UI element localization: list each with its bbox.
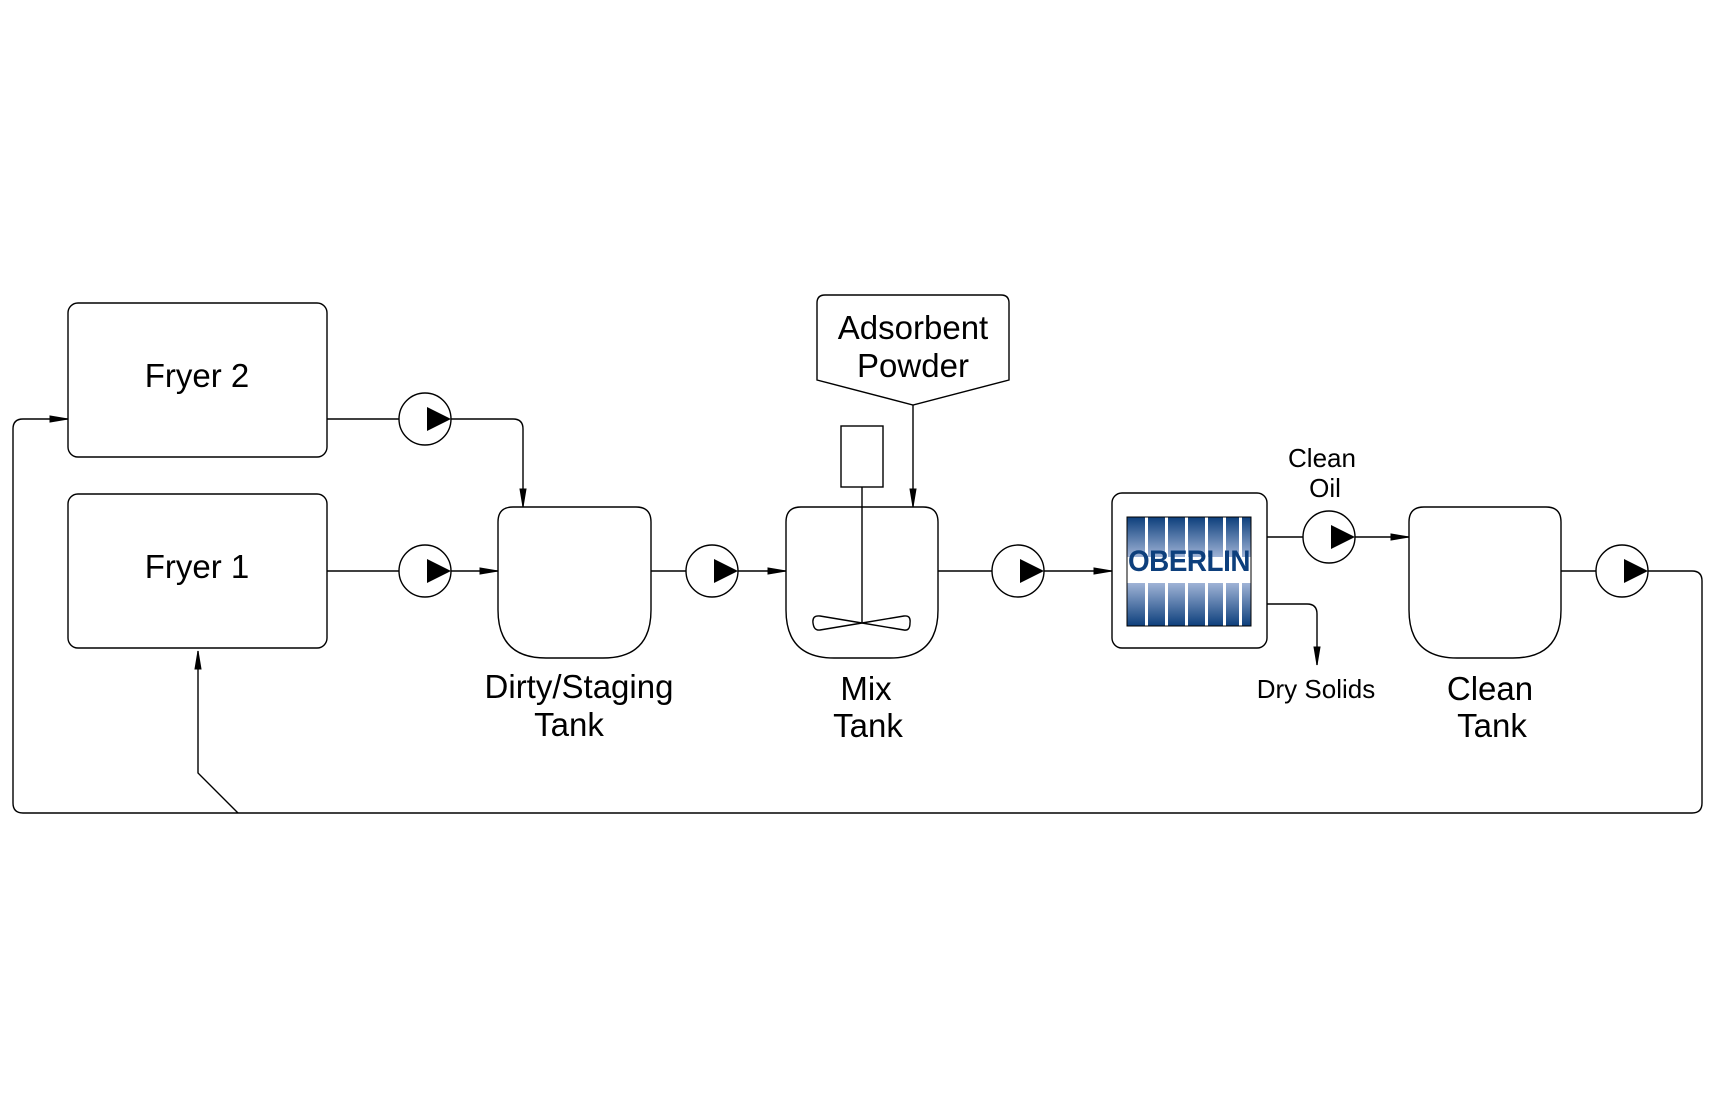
fryer-2[interactable]: Fryer 2 — [67, 302, 328, 458]
dirty-tank-label-line2: Tank — [534, 706, 604, 743]
dirty-tank-label-line1: Dirty/Staging — [485, 668, 674, 705]
pump-direction-icon — [427, 407, 451, 431]
recycle-loop-line — [12, 415, 1703, 814]
oberlin-logo-text: OBERLIN — [1128, 545, 1250, 578]
fryer2-outlet-line — [327, 418, 527, 508]
mix-tank[interactable]: Mix Tank — [785, 425, 939, 744]
pump-direction-icon — [1020, 559, 1044, 583]
fryer1-return-line — [197, 651, 239, 814]
pump-clean-tank[interactable] — [1595, 544, 1649, 598]
oberlin-logo: OBERLIN — [1126, 516, 1252, 627]
fryer-1[interactable]: Fryer 1 — [67, 493, 328, 649]
arrow-into-fryer2 — [49, 415, 69, 423]
clean-tank[interactable]: Clean Tank — [1408, 506, 1562, 744]
clean-tank-label-line1: Clean — [1447, 670, 1533, 707]
agitator-impeller — [812, 615, 911, 631]
mix-tank-label-line1: Mix — [840, 670, 892, 707]
pump-direction-icon — [714, 559, 738, 583]
pump-clean-oil[interactable] — [1302, 510, 1356, 564]
pump-dirty-tank[interactable] — [685, 544, 739, 598]
mix-to-filter-line — [938, 567, 1113, 575]
fryer1-outlet-line — [327, 567, 499, 575]
hopper-label-line1: Adsorbent — [838, 309, 988, 346]
pump-direction-icon — [1624, 559, 1648, 583]
oberlin-filter[interactable]: OBERLIN — [1111, 492, 1268, 649]
clean-oil-label-line1: Clean — [1288, 443, 1356, 473]
dry-solids-label: Dry Solids — [1257, 674, 1375, 704]
fryer-2-label: Fryer 2 — [145, 357, 250, 394]
pump-mix-tank[interactable] — [991, 544, 1045, 598]
mix-tank-label-line2: Tank — [833, 707, 903, 744]
dry-solids-line: Dry Solids — [1257, 603, 1375, 704]
clean-tank-label-line2: Tank — [1457, 707, 1527, 744]
dirty-staging-tank[interactable]: Dirty/Staging Tank — [485, 506, 674, 743]
pump-direction-icon — [1331, 525, 1355, 549]
powder-feed-line — [909, 405, 917, 508]
pump-direction-icon — [427, 559, 451, 583]
adsorbent-powder-hopper[interactable]: Adsorbent Powder — [816, 294, 1010, 406]
arrow-into-fryer1 — [194, 650, 202, 670]
clean-oil-line: Clean Oil — [1267, 443, 1410, 541]
hopper-label-line2: Powder — [857, 347, 969, 384]
clean-oil-label-line2: Oil — [1309, 473, 1341, 503]
agitator-motor — [840, 425, 884, 488]
pumps — [398, 392, 1649, 598]
pump-fryer1[interactable] — [398, 544, 452, 598]
fryer-1-label: Fryer 1 — [145, 548, 250, 585]
dirty-to-mix-line — [651, 567, 787, 575]
pump-fryer2[interactable] — [398, 392, 452, 446]
